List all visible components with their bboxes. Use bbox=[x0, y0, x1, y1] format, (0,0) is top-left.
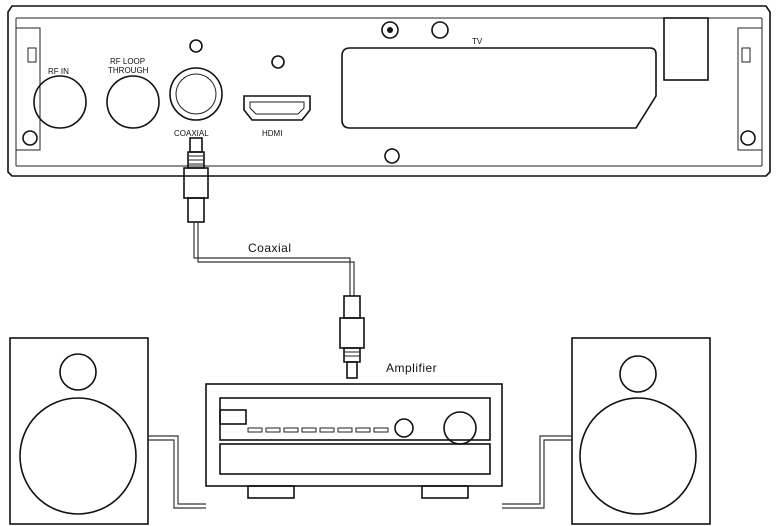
tv-scart-port bbox=[341, 47, 657, 129]
receiver-back-panel bbox=[7, 5, 771, 177]
tv-label: TV bbox=[472, 37, 483, 46]
left-woofer bbox=[19, 397, 137, 515]
right-woofer bbox=[579, 397, 697, 515]
amplifier bbox=[205, 383, 503, 499]
small-knob bbox=[394, 418, 414, 438]
rf-loop-label-line1: RF LOOP bbox=[110, 57, 145, 66]
coaxial-port-label: COAXIAL bbox=[174, 129, 209, 138]
rf-loop-through-port bbox=[106, 75, 160, 129]
power-socket bbox=[381, 21, 399, 39]
amplifier-display bbox=[219, 409, 247, 425]
coaxial-plug-upper bbox=[183, 137, 209, 223]
right-speaker-wire bbox=[502, 435, 572, 509]
coaxial-plug-lower bbox=[339, 295, 365, 379]
left-speaker-wire bbox=[148, 435, 206, 509]
coaxial-cable bbox=[193, 222, 355, 296]
right-speaker bbox=[571, 337, 711, 525]
rear-tab bbox=[663, 17, 709, 81]
rf-in-port bbox=[33, 75, 87, 129]
hdmi-port bbox=[243, 95, 311, 121]
left-speaker bbox=[9, 337, 149, 525]
screw-left bbox=[22, 130, 38, 146]
hdmi-label: HDMI bbox=[262, 129, 282, 138]
rf-in-label: RF IN bbox=[48, 67, 69, 76]
amplifier-buttons bbox=[247, 427, 389, 433]
left-tweeter bbox=[59, 353, 97, 391]
right-tweeter bbox=[619, 355, 657, 393]
coaxial-port bbox=[169, 67, 223, 121]
coaxial-cable-label: Coaxial bbox=[248, 241, 292, 255]
screw-right bbox=[740, 130, 756, 146]
amplifier-label: Amplifier bbox=[386, 361, 437, 375]
rf-loop-label-line2: THROUGH bbox=[108, 66, 149, 75]
